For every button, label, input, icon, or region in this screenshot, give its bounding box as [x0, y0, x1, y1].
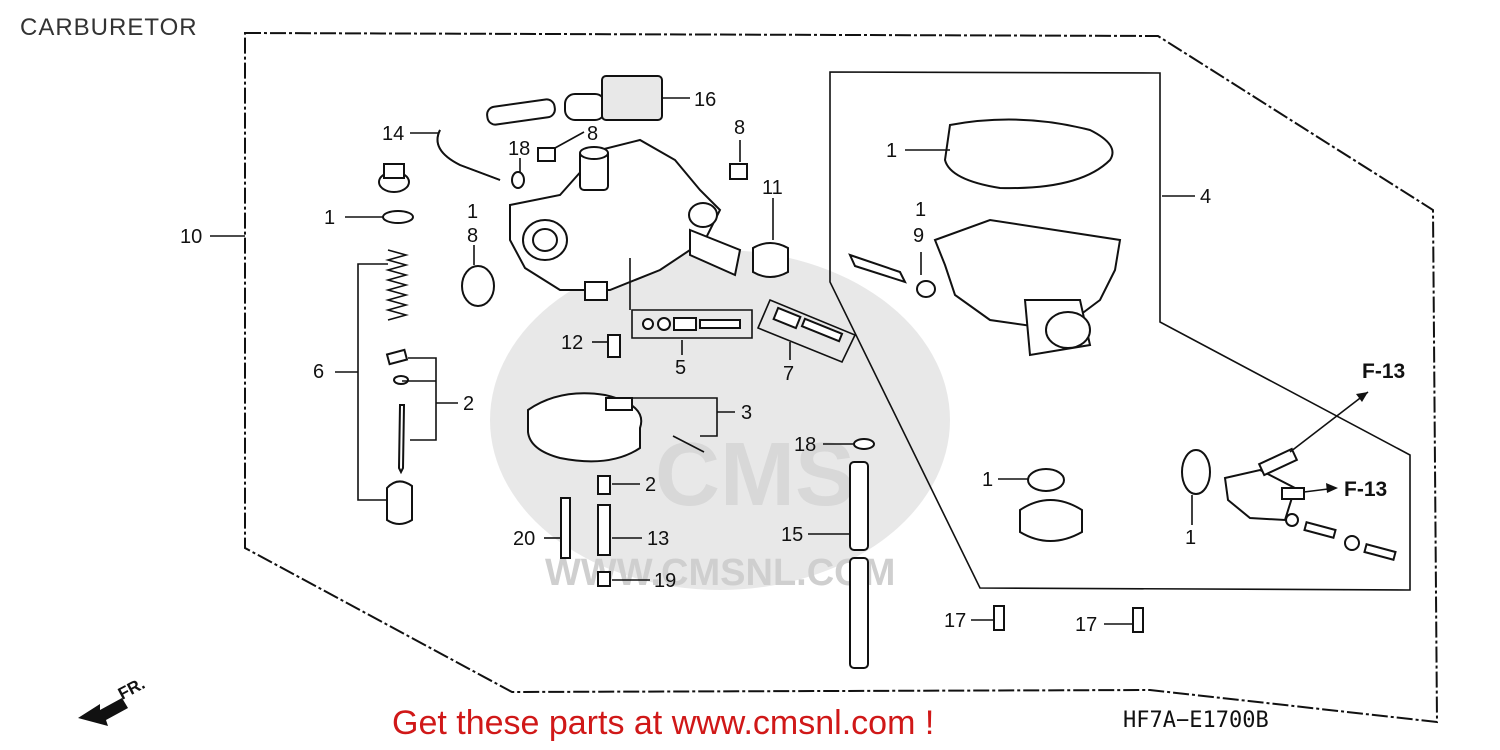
- float-3: [527, 392, 705, 463]
- callout-10: 10: [180, 226, 202, 248]
- clip-18-mid: [853, 438, 875, 450]
- callout-18: 18: [508, 138, 530, 160]
- ref-label-f13-upper: F-13: [1362, 360, 1405, 383]
- fuel-hose-14: [436, 129, 501, 181]
- callout-2: 2: [463, 393, 474, 415]
- callout-1: 1: [324, 207, 335, 229]
- callout-19: 19: [654, 570, 676, 592]
- throttle-valve: [386, 480, 413, 525]
- needle-jet-13: [597, 504, 611, 556]
- callout-8: 8: [467, 225, 478, 247]
- screw-set-7: [772, 306, 844, 343]
- front-direction-arrow: FR.: [78, 674, 148, 726]
- footer-link[interactable]: Get these parts at www.cmsnl.com !: [392, 704, 935, 742]
- callout-17: 17: [944, 610, 966, 632]
- callout-5: 5: [675, 357, 686, 379]
- arrow-head-f13-lower: [1326, 483, 1338, 493]
- callout-1: 1: [467, 201, 478, 223]
- callout-11: 11: [762, 177, 783, 199]
- callout-14: 14: [382, 123, 404, 145]
- bolt-17-left: [993, 605, 1005, 631]
- arrow-head-f13-upper: [1356, 392, 1368, 402]
- bolts-17-pump: [1285, 513, 1397, 561]
- callout-3: 3: [741, 402, 752, 424]
- callout-1: 1: [1185, 527, 1196, 549]
- assembly-frame: [244, 31, 1439, 724]
- callout-4: 4: [1200, 186, 1211, 208]
- gasket-1: [943, 118, 1114, 190]
- page-title: CARBURETOR: [20, 14, 198, 41]
- leader-lines: [210, 97, 1369, 625]
- o-ring-1-low: [1027, 468, 1065, 492]
- callout-1: 1: [982, 469, 993, 491]
- screw-19: [597, 571, 611, 587]
- screw-set-5: [642, 317, 741, 331]
- callout-16: 16: [694, 89, 716, 111]
- screw-1: [848, 253, 907, 284]
- fr-label: FR.: [115, 674, 148, 704]
- needle-clip: [393, 375, 409, 385]
- callout-17: 17: [1075, 614, 1097, 636]
- callout-20: 20: [513, 528, 535, 550]
- fuel-pump: [1223, 447, 1305, 522]
- float-chamber-4: [933, 218, 1122, 357]
- drain-plug: [1019, 499, 1083, 542]
- o-ring-8: [461, 265, 495, 307]
- carburetor-body: [509, 138, 742, 301]
- callout-6: 6: [313, 361, 324, 383]
- callout-8: 8: [734, 117, 745, 139]
- jet-2: [597, 475, 611, 495]
- callout-15: 15: [781, 524, 803, 546]
- float-chamber-frame: [829, 71, 1411, 591]
- callout-1: 1: [886, 140, 897, 162]
- watermark-brand: CMS: [655, 425, 855, 525]
- callout-9: 9: [913, 225, 924, 247]
- slow-jet-20: [560, 497, 571, 559]
- jet-needle: [397, 404, 406, 475]
- callout-8: 8: [587, 123, 598, 145]
- air-vent-tube: [486, 98, 556, 126]
- ref-label-f13-lower: F-13: [1344, 478, 1387, 501]
- bolt-17-right: [1132, 607, 1144, 633]
- fuel-hose-14-inner: [436, 129, 501, 181]
- drain-tube-15: [849, 461, 869, 551]
- kit-box-5: [631, 309, 753, 339]
- callout-13: 13: [647, 528, 669, 550]
- breather-cap-16: [564, 75, 663, 121]
- diagram-code: HF7A−E1700B: [1123, 708, 1269, 733]
- callout-7: 7: [783, 363, 794, 385]
- fr-arrow-icon: [78, 698, 128, 726]
- washer: [382, 210, 414, 224]
- o-ring-1-right: [1181, 449, 1211, 495]
- o-ring-9: [916, 280, 936, 298]
- top-cap: [378, 163, 410, 193]
- callout-12: 12: [561, 332, 583, 354]
- needle-clip-holder: [385, 348, 409, 366]
- clip-18-top: [511, 171, 525, 189]
- drain-tube: [849, 557, 869, 669]
- callout-2: 2: [645, 474, 656, 496]
- part-12: [607, 334, 621, 358]
- callout-numbers: 1 10 6 2 14 1 8 18 8 16 8 11 12 5 7 3 18…: [180, 89, 1211, 636]
- callout-18: 18: [794, 434, 816, 456]
- callout-1: 1: [915, 199, 926, 221]
- spring: [385, 249, 409, 321]
- cap-11: [752, 242, 789, 278]
- kit-box-7: [756, 298, 857, 364]
- clamp-8-right: [729, 163, 748, 180]
- clamp-8-left: [537, 147, 556, 162]
